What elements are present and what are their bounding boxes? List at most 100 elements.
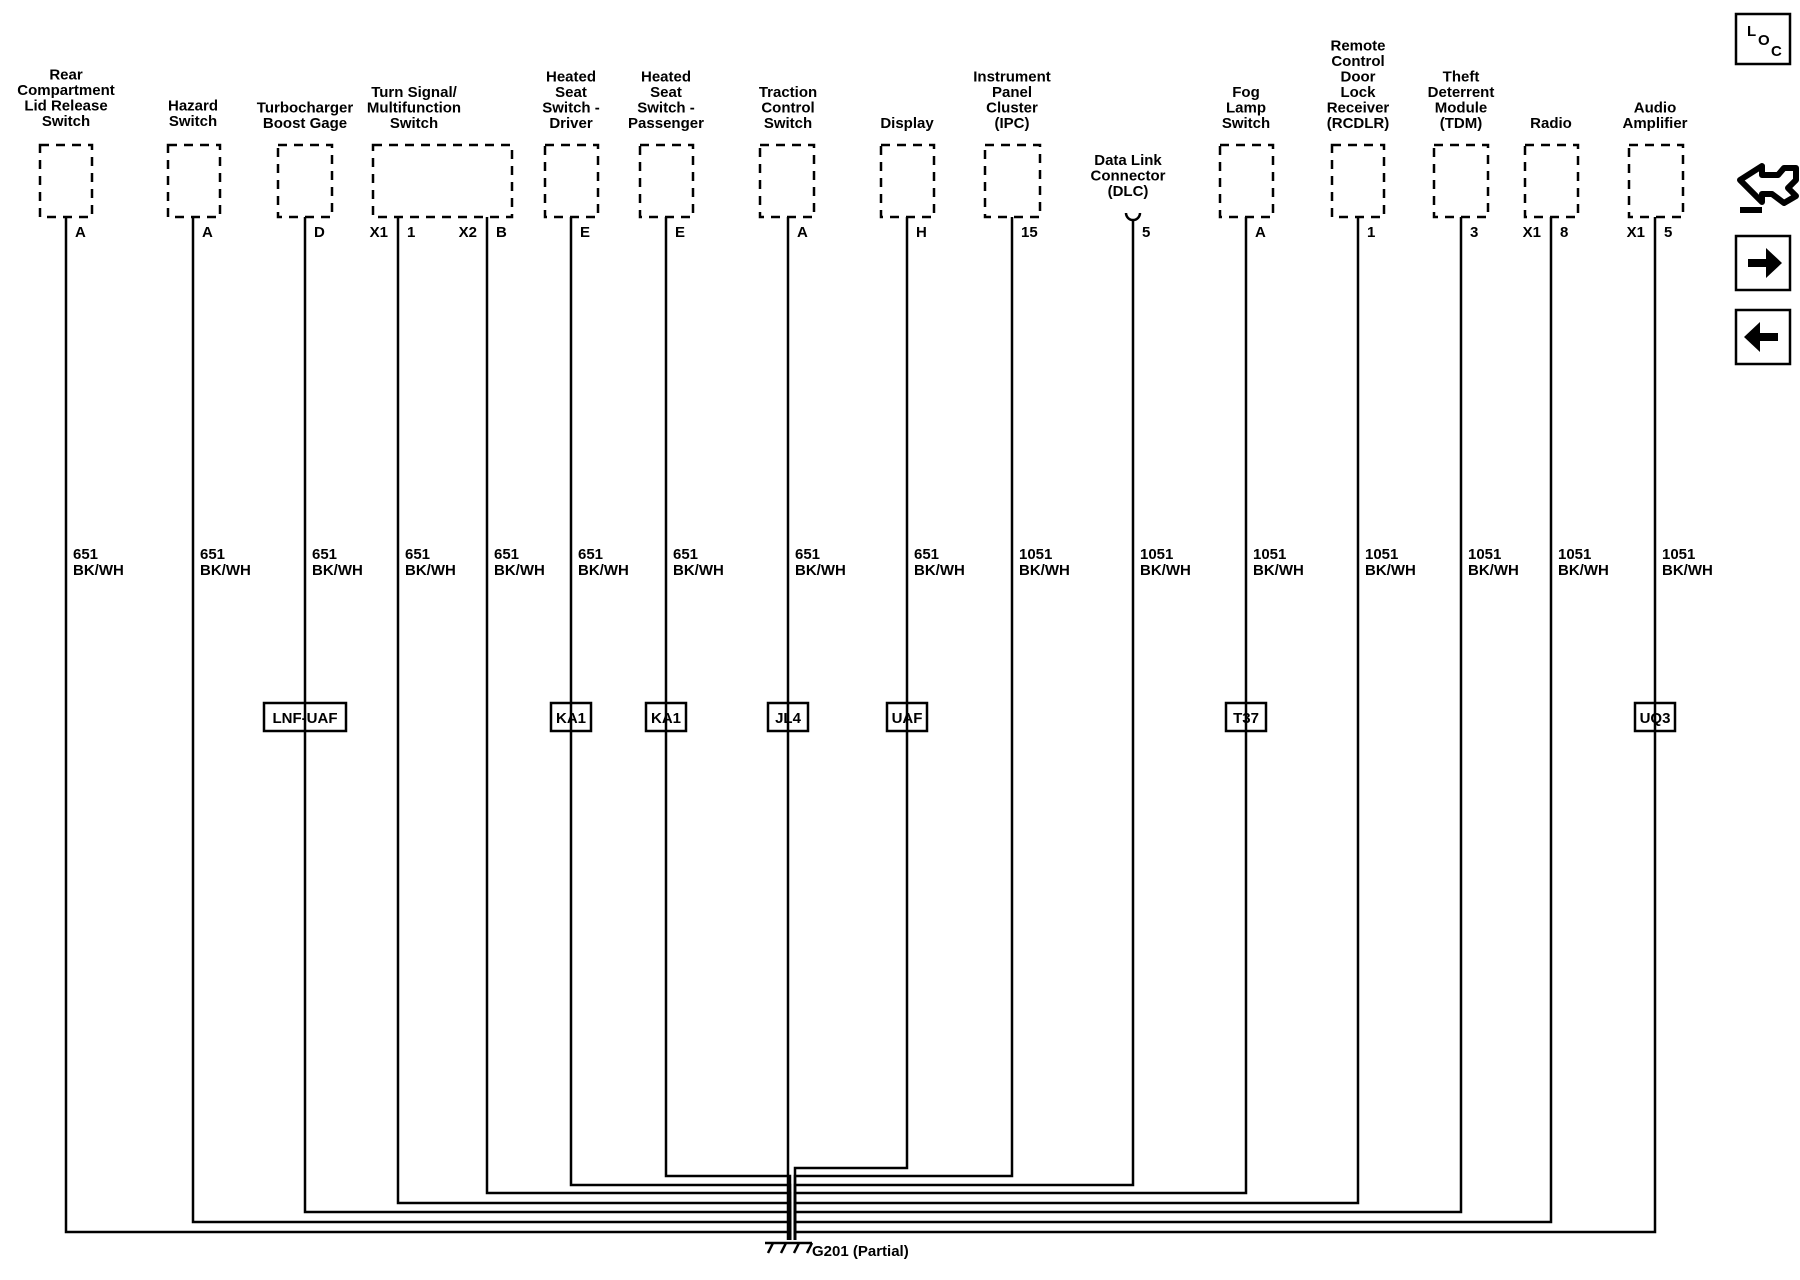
wire-circuit: 651 [73,546,98,563]
component-label: Control [761,100,814,117]
wire-color: BK/WH [200,562,251,579]
component-label: Driver [549,115,593,132]
pin-label: 5 [1664,224,1672,241]
pin-label: 1 [407,224,415,241]
component-label: Data Link [1094,152,1162,169]
component-label: (IPC) [995,115,1030,132]
pin-label: 15 [1021,224,1038,241]
component-label: Instrument [973,69,1051,86]
loc-button[interactable]: L O C [1734,12,1792,66]
wire-color: BK/WH [795,562,846,579]
component-label: Turbocharger [257,100,354,117]
wire-rcdlr-0 [793,217,1360,1240]
component-label: Connector [1091,168,1166,185]
component-label: Switch [1222,115,1270,132]
ground-label: G201 (Partial) [812,1243,909,1260]
wire-circuit: 651 [795,546,820,563]
component-label: Switch [42,113,90,130]
arrow-left-icon[interactable] [1734,308,1792,366]
wire-circuit: 1051 [1662,546,1695,563]
component-label: Passenger [628,115,704,132]
component-label: Theft [1443,69,1480,86]
component-label: Heated [546,69,596,86]
wire-color: BK/WH [1019,562,1070,579]
component-label: Switch - [637,100,695,117]
component-label: Receiver [1327,100,1390,117]
component-label: Switch - [542,100,600,117]
pin-label: A [1255,224,1266,241]
wire-circuit: 1051 [1365,546,1398,563]
wire-circuit: 651 [914,546,939,563]
component-label: Seat [650,84,682,101]
arrow-right-icon[interactable] [1734,234,1792,292]
pin-label: B [496,224,507,241]
component-label: (TDM) [1440,115,1482,132]
pin-label: E [580,224,590,241]
schematic-swap-icon[interactable] [1737,163,1799,213]
wire-color: BK/WH [1662,562,1713,579]
component-label: Display [880,115,934,132]
component-label: (DLC) [1108,183,1149,200]
wire-color: BK/WH [312,562,363,579]
connector-symbol [1124,212,1142,222]
component-label: Rear [49,67,83,84]
component-label: Lamp [1226,100,1266,117]
connector-label: X1 [1523,224,1541,241]
component-box [1218,143,1275,219]
component-label: Boost Gage [263,115,347,132]
pin-label: A [202,224,213,241]
wire-color: BK/WH [1253,562,1304,579]
component-label: Control [1331,53,1384,70]
wire-circuit: 1051 [1468,546,1501,563]
wire-heated-pass-0 [664,217,792,1240]
component-label: Module [1435,100,1488,117]
component-rcdlr[interactable]: RemoteControlDoorLockReceiver(RCDLR)1105… [1327,38,1416,580]
pin-label: A [797,224,808,241]
pin-label: 8 [1560,224,1568,241]
wire-circuit: 651 [312,546,337,563]
component-box [983,143,1042,219]
component-label: Multifunction [367,100,461,117]
component-label: Panel [992,84,1032,101]
pin-label: D [314,224,325,241]
pin-label: A [75,224,86,241]
component-label: Audio [1634,100,1677,117]
component-label: Lock [1340,84,1376,101]
wire-turbo-0 [303,217,792,1240]
wire-circuit: 651 [578,546,603,563]
component-label: Compartment [17,82,115,99]
component-label: Seat [555,84,587,101]
component-box [166,143,222,219]
wire-color: BK/WH [1558,562,1609,579]
wire-circuit: 1051 [1558,546,1591,563]
connector-label: X1 [1627,224,1645,241]
loc-c: C [1771,43,1782,60]
pin-label: 5 [1142,224,1150,241]
connector-label: X1 [370,224,388,241]
component-box [371,143,514,219]
pin-label: 1 [1367,224,1375,241]
wire-circuit: 651 [200,546,225,563]
loc-o: O [1758,32,1770,49]
wire-circuit: 1051 [1019,546,1052,563]
wire-color: BK/WH [494,562,545,579]
component-label: Radio [1530,115,1572,132]
wire-circuit: 651 [405,546,430,563]
wire-circuit: 651 [673,546,698,563]
wire-amp-0 [793,217,1657,1240]
wire-color: BK/WH [405,562,456,579]
